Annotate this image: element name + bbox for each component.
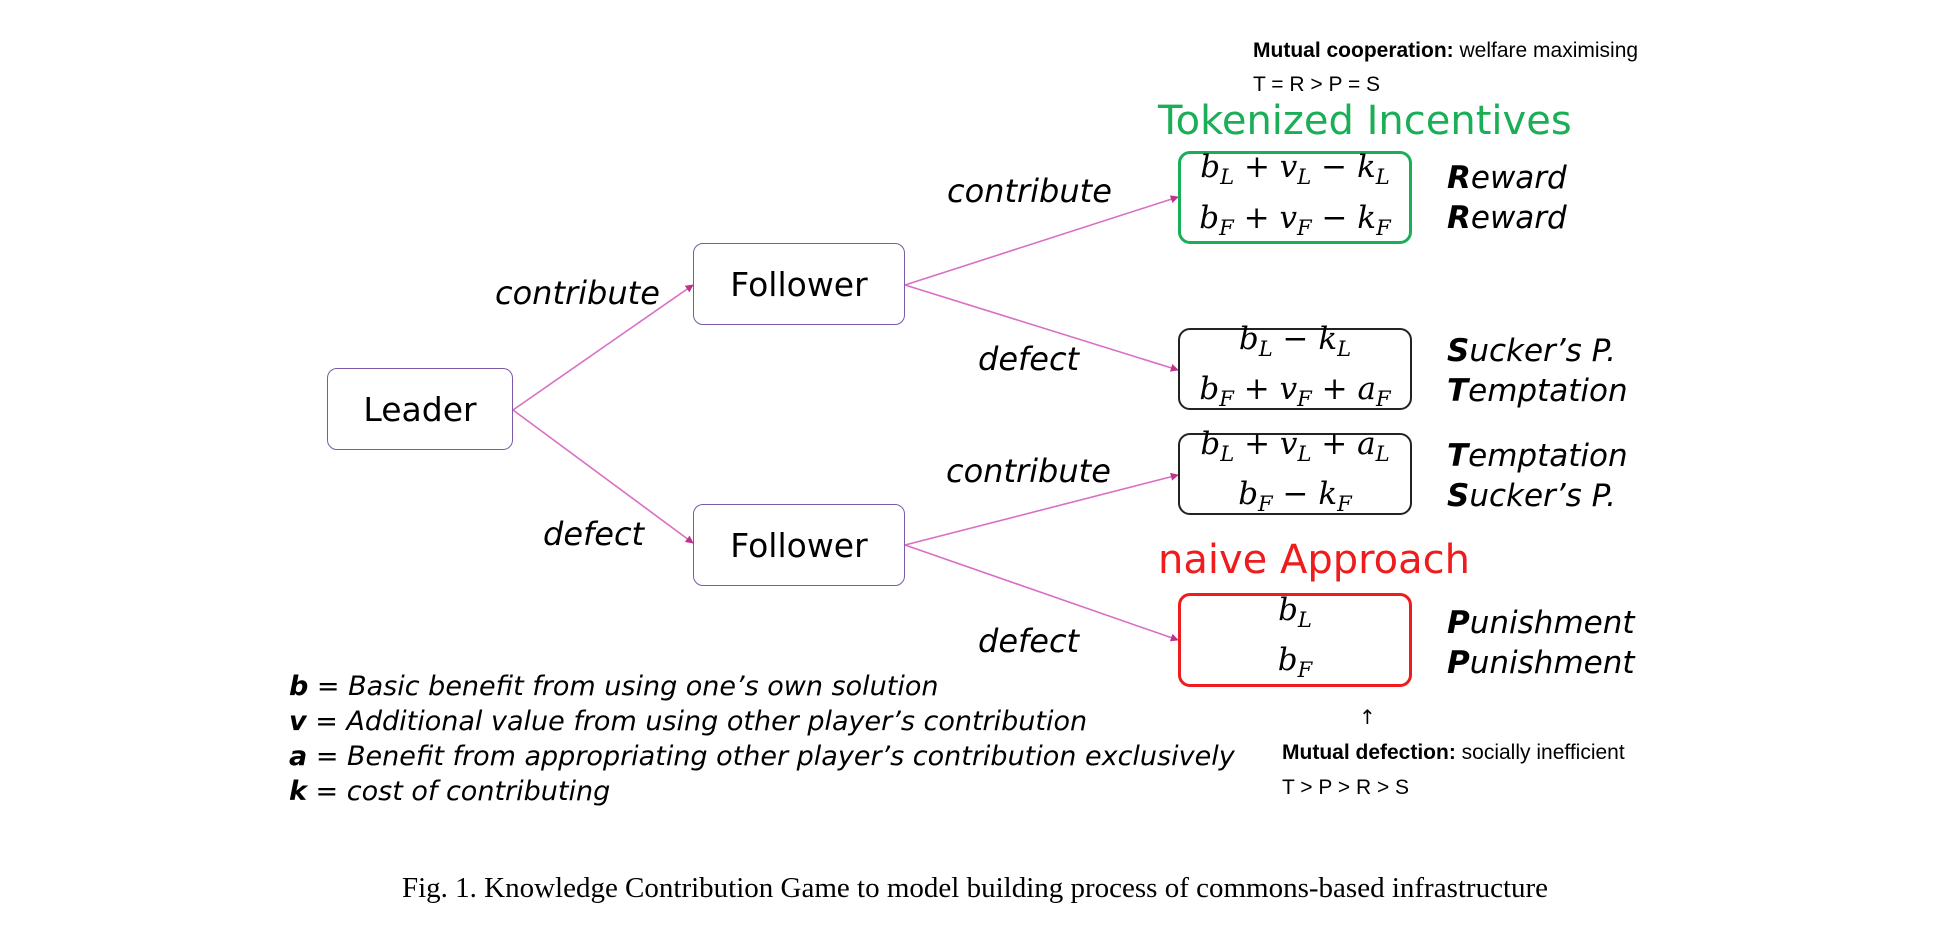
payoff-leader: bL xyxy=(1278,591,1312,632)
variable-legend: b = Basic benefit from using one’s own s… xyxy=(289,669,1235,809)
outcome-labels-3: Temptation Sucker’s P. xyxy=(1447,436,1628,516)
edge-label-bottom-defect: defect xyxy=(978,622,1080,660)
legend-item: k = cost of contributing xyxy=(289,776,611,807)
figure-caption: Fig. 1. Knowledge Contribution Game to m… xyxy=(401,872,1549,904)
mutual-defection-inequality: T > P > R > S xyxy=(1282,776,1410,799)
edge-leader-defect xyxy=(512,409,694,544)
payoff-leader: bL + vL + aL xyxy=(1200,425,1390,466)
outcome-follower: Sucker’s P. xyxy=(1447,478,1616,514)
legend-item: v = Additional value from using other pl… xyxy=(289,706,1088,737)
edge-label-leader-contribute: contribute xyxy=(495,274,660,312)
edge-label-bottom-contribute: contribute xyxy=(946,452,1111,490)
outcome-leader: Punishment xyxy=(1447,605,1635,641)
follower-node-bottom: Follower xyxy=(693,504,905,586)
mutual-cooperation-inequality: T = R > P = S xyxy=(1253,73,1381,96)
outcome-follower: Temptation xyxy=(1447,373,1628,409)
edge-bottom-contribute xyxy=(904,472,1179,546)
payoff-follower: bF + vF − kF xyxy=(1199,199,1391,240)
naive-approach-title: naive Approach xyxy=(1158,537,1471,583)
edge-label-top-defect: defect xyxy=(978,340,1080,378)
tokenized-incentives-title: Tokenized Incentives xyxy=(1158,98,1572,144)
edge-label-top-contribute: contribute xyxy=(947,172,1112,210)
payoff-box-mutual-defection: bL bF xyxy=(1178,591,1412,687)
edge-top-defect xyxy=(904,284,1179,372)
legend-item: b = Basic benefit from using one’s own s… xyxy=(289,671,939,702)
outcome-labels-2: Sucker’s P. Temptation xyxy=(1447,331,1628,411)
outcome-leader: Sucker’s P. xyxy=(1447,333,1616,369)
edge-label-leader-defect: defect xyxy=(543,515,645,553)
edge-leader-contribute xyxy=(512,284,694,411)
payoff-leader: bL − kL xyxy=(1238,320,1352,361)
payoff-follower: bF − kF xyxy=(1238,476,1352,517)
follower-node-top: Follower xyxy=(693,243,905,325)
outcome-follower: Punishment xyxy=(1447,645,1635,681)
leader-node: Leader xyxy=(327,368,513,450)
legend-item: a = Benefit from appropriating other pla… xyxy=(289,741,1235,772)
outcome-leader: Temptation xyxy=(1447,438,1628,474)
mutual-defection-note: Mutual defection: socially inefficient xyxy=(1282,741,1625,764)
payoff-box-leader-defects-follower-contributes: bL + vL + aL bF − kF xyxy=(1178,426,1412,516)
outcome-labels-1: Reward Reward xyxy=(1447,158,1567,238)
edge-top-contribute xyxy=(904,195,1179,286)
payoff-box-mutual-cooperation: bL + vL − kL bF + vF − kF xyxy=(1178,149,1412,244)
payoff-leader: bL + vL − kL xyxy=(1200,149,1390,190)
payoff-box-leader-contributes-follower-defects: bL − kL bF + vF + aF xyxy=(1178,321,1412,411)
arrow-up-icon: ↑ xyxy=(1359,705,1376,729)
payoff-follower: bF + vF + aF xyxy=(1199,371,1391,412)
outcome-follower: Reward xyxy=(1447,200,1567,236)
edge-bottom-defect xyxy=(904,544,1179,642)
mutual-cooperation-note: Mutual cooperation: welfare maximising xyxy=(1253,39,1639,62)
outcome-leader: Reward xyxy=(1447,160,1567,196)
outcome-labels-4: Punishment Punishment xyxy=(1447,603,1635,683)
payoff-follower: bF xyxy=(1277,642,1313,683)
